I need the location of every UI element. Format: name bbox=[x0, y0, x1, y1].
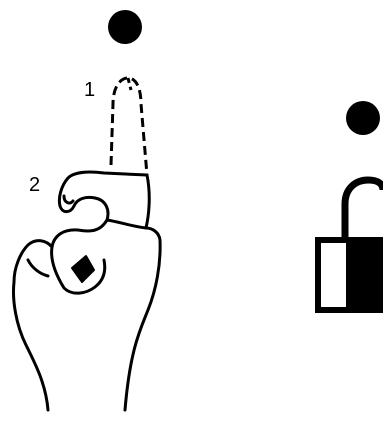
padlock-body-fill bbox=[346, 240, 383, 310]
padlock-shackle bbox=[341, 176, 383, 240]
folded-fingernail bbox=[62, 194, 75, 205]
step-2-label: 2 bbox=[29, 174, 41, 196]
thumb-outline bbox=[12, 239, 54, 284]
curled-fingers-outline bbox=[50, 218, 109, 295]
unlocked-padlock-icon bbox=[315, 176, 383, 313]
fingernail-dashed-mark bbox=[126, 77, 133, 91]
knuckle-fold-line bbox=[105, 218, 148, 230]
wrist-left-outline bbox=[12, 280, 50, 412]
thumb-crease bbox=[26, 258, 50, 278]
folded-finger-outline bbox=[57, 170, 149, 222]
gesture-dot-icon bbox=[108, 10, 142, 44]
hand-back-outline bbox=[123, 173, 162, 412]
hand-gesture-icon bbox=[12, 170, 162, 412]
raised-finger-dashed-outline bbox=[109, 76, 149, 176]
step-1-label: 1 bbox=[84, 79, 96, 101]
fold-shadow bbox=[71, 255, 95, 283]
status-dot-icon bbox=[346, 101, 380, 135]
